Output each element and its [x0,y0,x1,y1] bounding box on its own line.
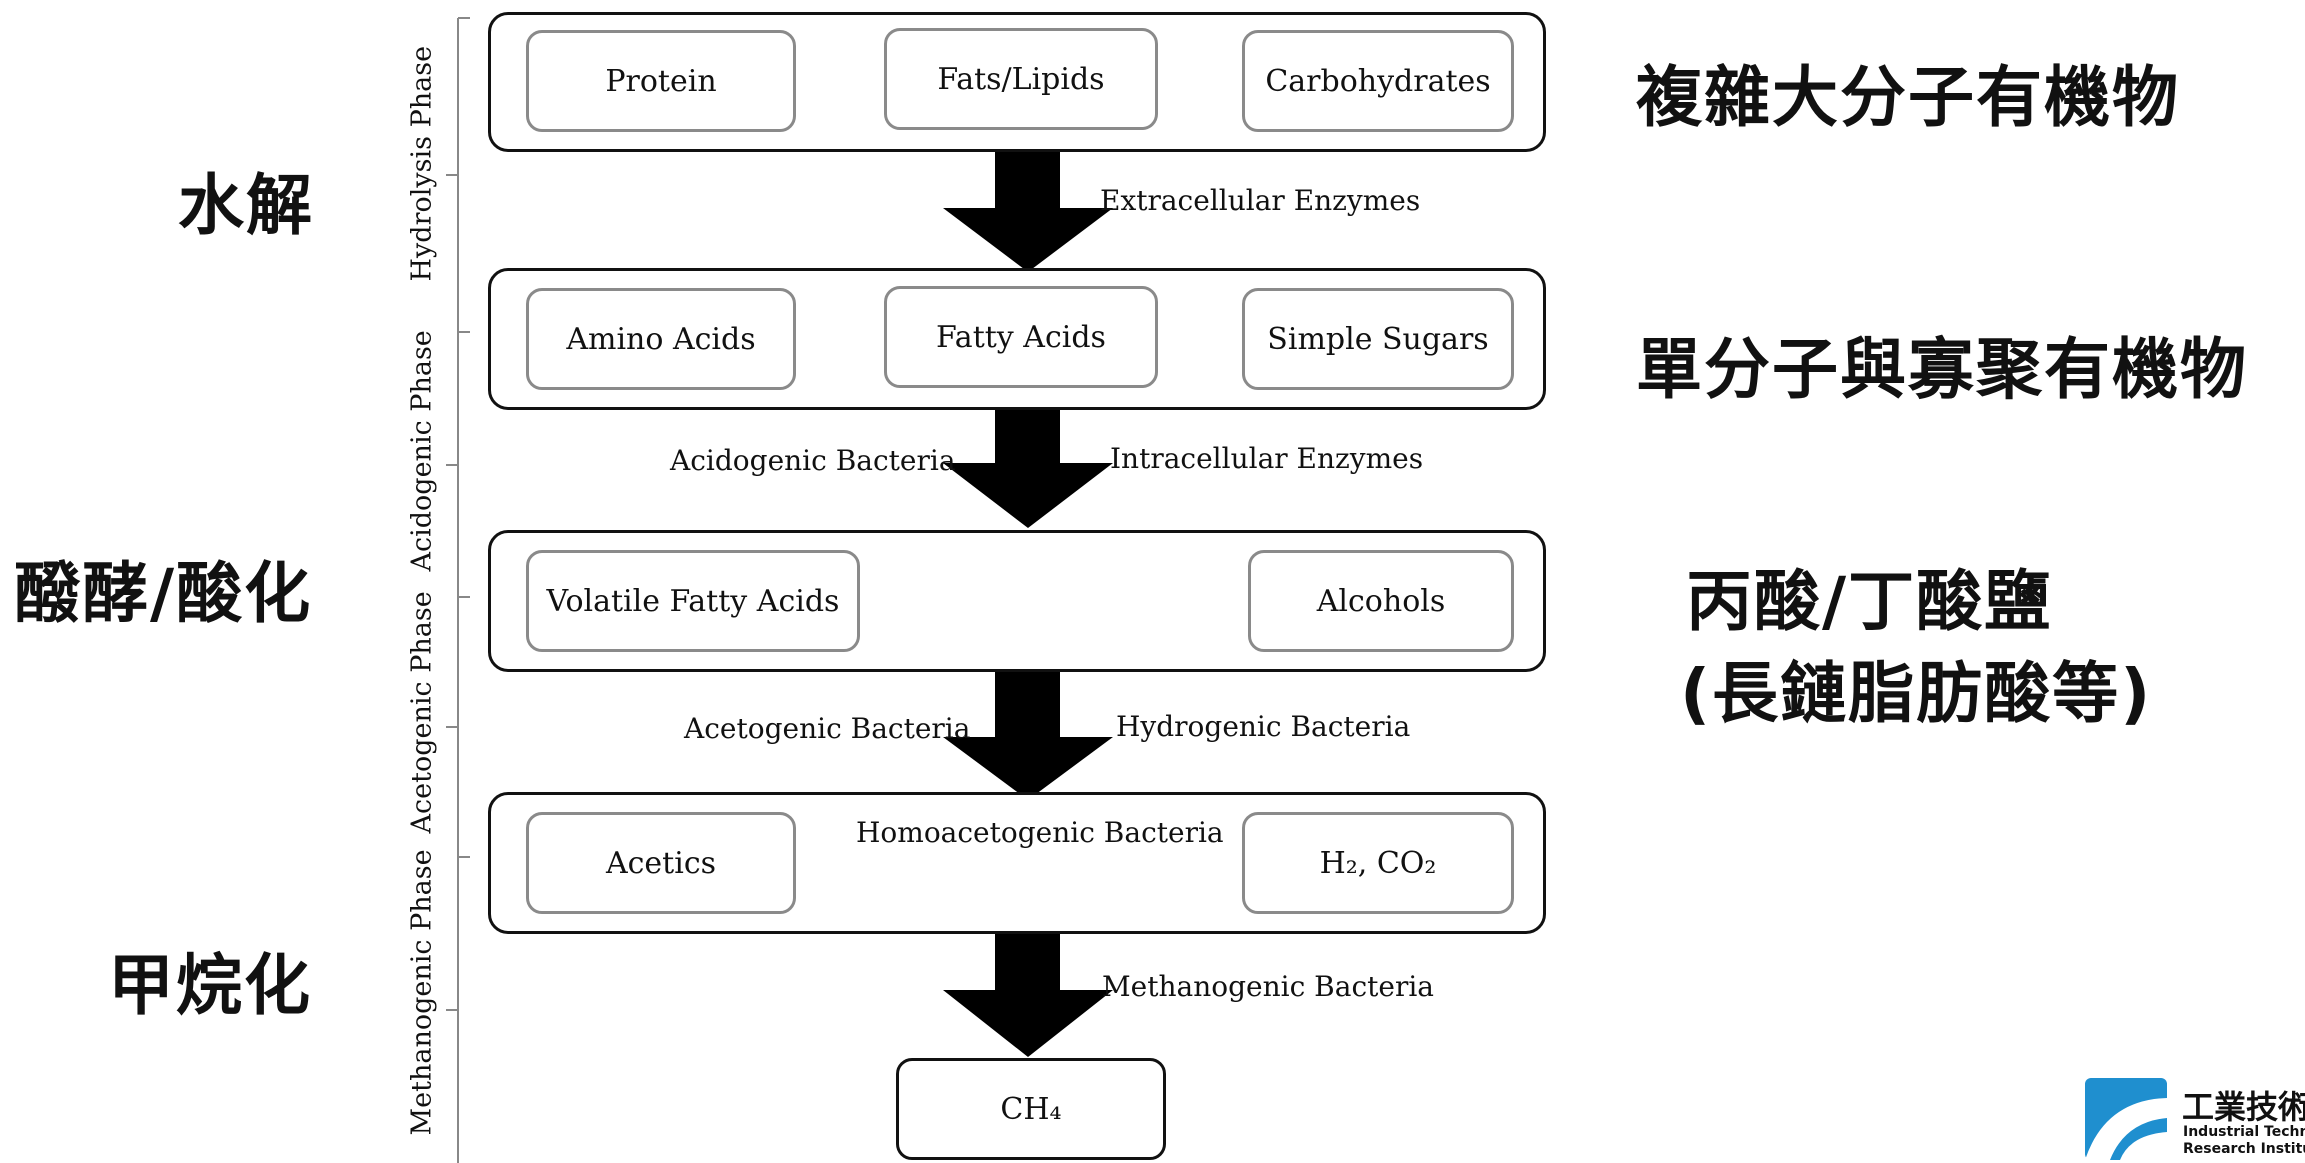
annotation-acidification-zh: 醱酵/酸化 [14,555,313,632]
box-simple-sugars: Simple Sugars [1242,288,1514,390]
annotation-acids-line2-zh: (長鏈脂肪酸等) [1680,655,2153,732]
label-homoacetogenic-bacteria: Homoacetogenic Bacteria [856,816,1224,849]
logo-name-en-2: Research Institut [2183,1141,2305,1157]
label-acetogenic-bacteria: Acetogenic Bacteria [684,712,971,745]
logo-name-zh: 工業技術 [2182,1088,2305,1126]
box-volatile-fatty-acids: Volatile Fatty Acids [526,550,860,652]
down-arrow-3 [943,670,1113,800]
box-fatty-acids: Fatty Acids [884,286,1158,388]
annotation-methanation-zh: 甲烷化 [108,947,312,1024]
down-arrow-1 [943,150,1113,272]
annotation-acids-line1-zh: 丙酸/丁酸鹽 [1686,563,2053,640]
logo-name-en-1: Industrial Techno [2183,1124,2305,1140]
box-amino-acids: Amino Acids [526,288,796,390]
label-hydrogenic-bacteria: Hydrogenic Bacteria [1116,710,1411,743]
label-extracellular-enzymes: Extracellular Enzymes [1100,184,1421,217]
down-arrow-2 [943,408,1113,528]
label-acidogenic-bacteria: Acidogenic Bacteria [670,444,956,477]
logo-mark [2085,1078,2167,1160]
phase-label-acidogenic: Acidogenic Phase [406,330,438,572]
phase-label-methanogenic: Methanogenic Phase [406,849,438,1136]
box-h2-co2: H₂, CO₂ [1242,812,1514,914]
box-alcohols: Alcohols [1248,550,1514,652]
label-methanogenic-bacteria: Methanogenic Bacteria [1102,970,1434,1003]
phase-label-hydrolysis: Hydrolysis Phase [406,45,438,282]
box-fats-lipids: Fats/Lipids [884,28,1158,130]
annotation-hydrolysis-zh: 水解 [178,167,314,244]
phase-bracket [446,17,470,1163]
label-intracellular-enzymes: Intracellular Enzymes [1110,442,1424,475]
box-protein: Protein [526,30,796,132]
box-carbohydrates: Carbohydrates [1242,30,1514,132]
annotation-complex-organics-zh: 複雜大分子有機物 [1636,59,2180,136]
phase-label-acetogenic: Acetogenic Phase [406,591,438,834]
annotation-monomers-zh: 單分子與寡聚有機物 [1636,331,2248,408]
box-acetics: Acetics [526,812,796,914]
down-arrow-4 [943,933,1113,1057]
box-ch4: CH₄ [896,1058,1166,1160]
